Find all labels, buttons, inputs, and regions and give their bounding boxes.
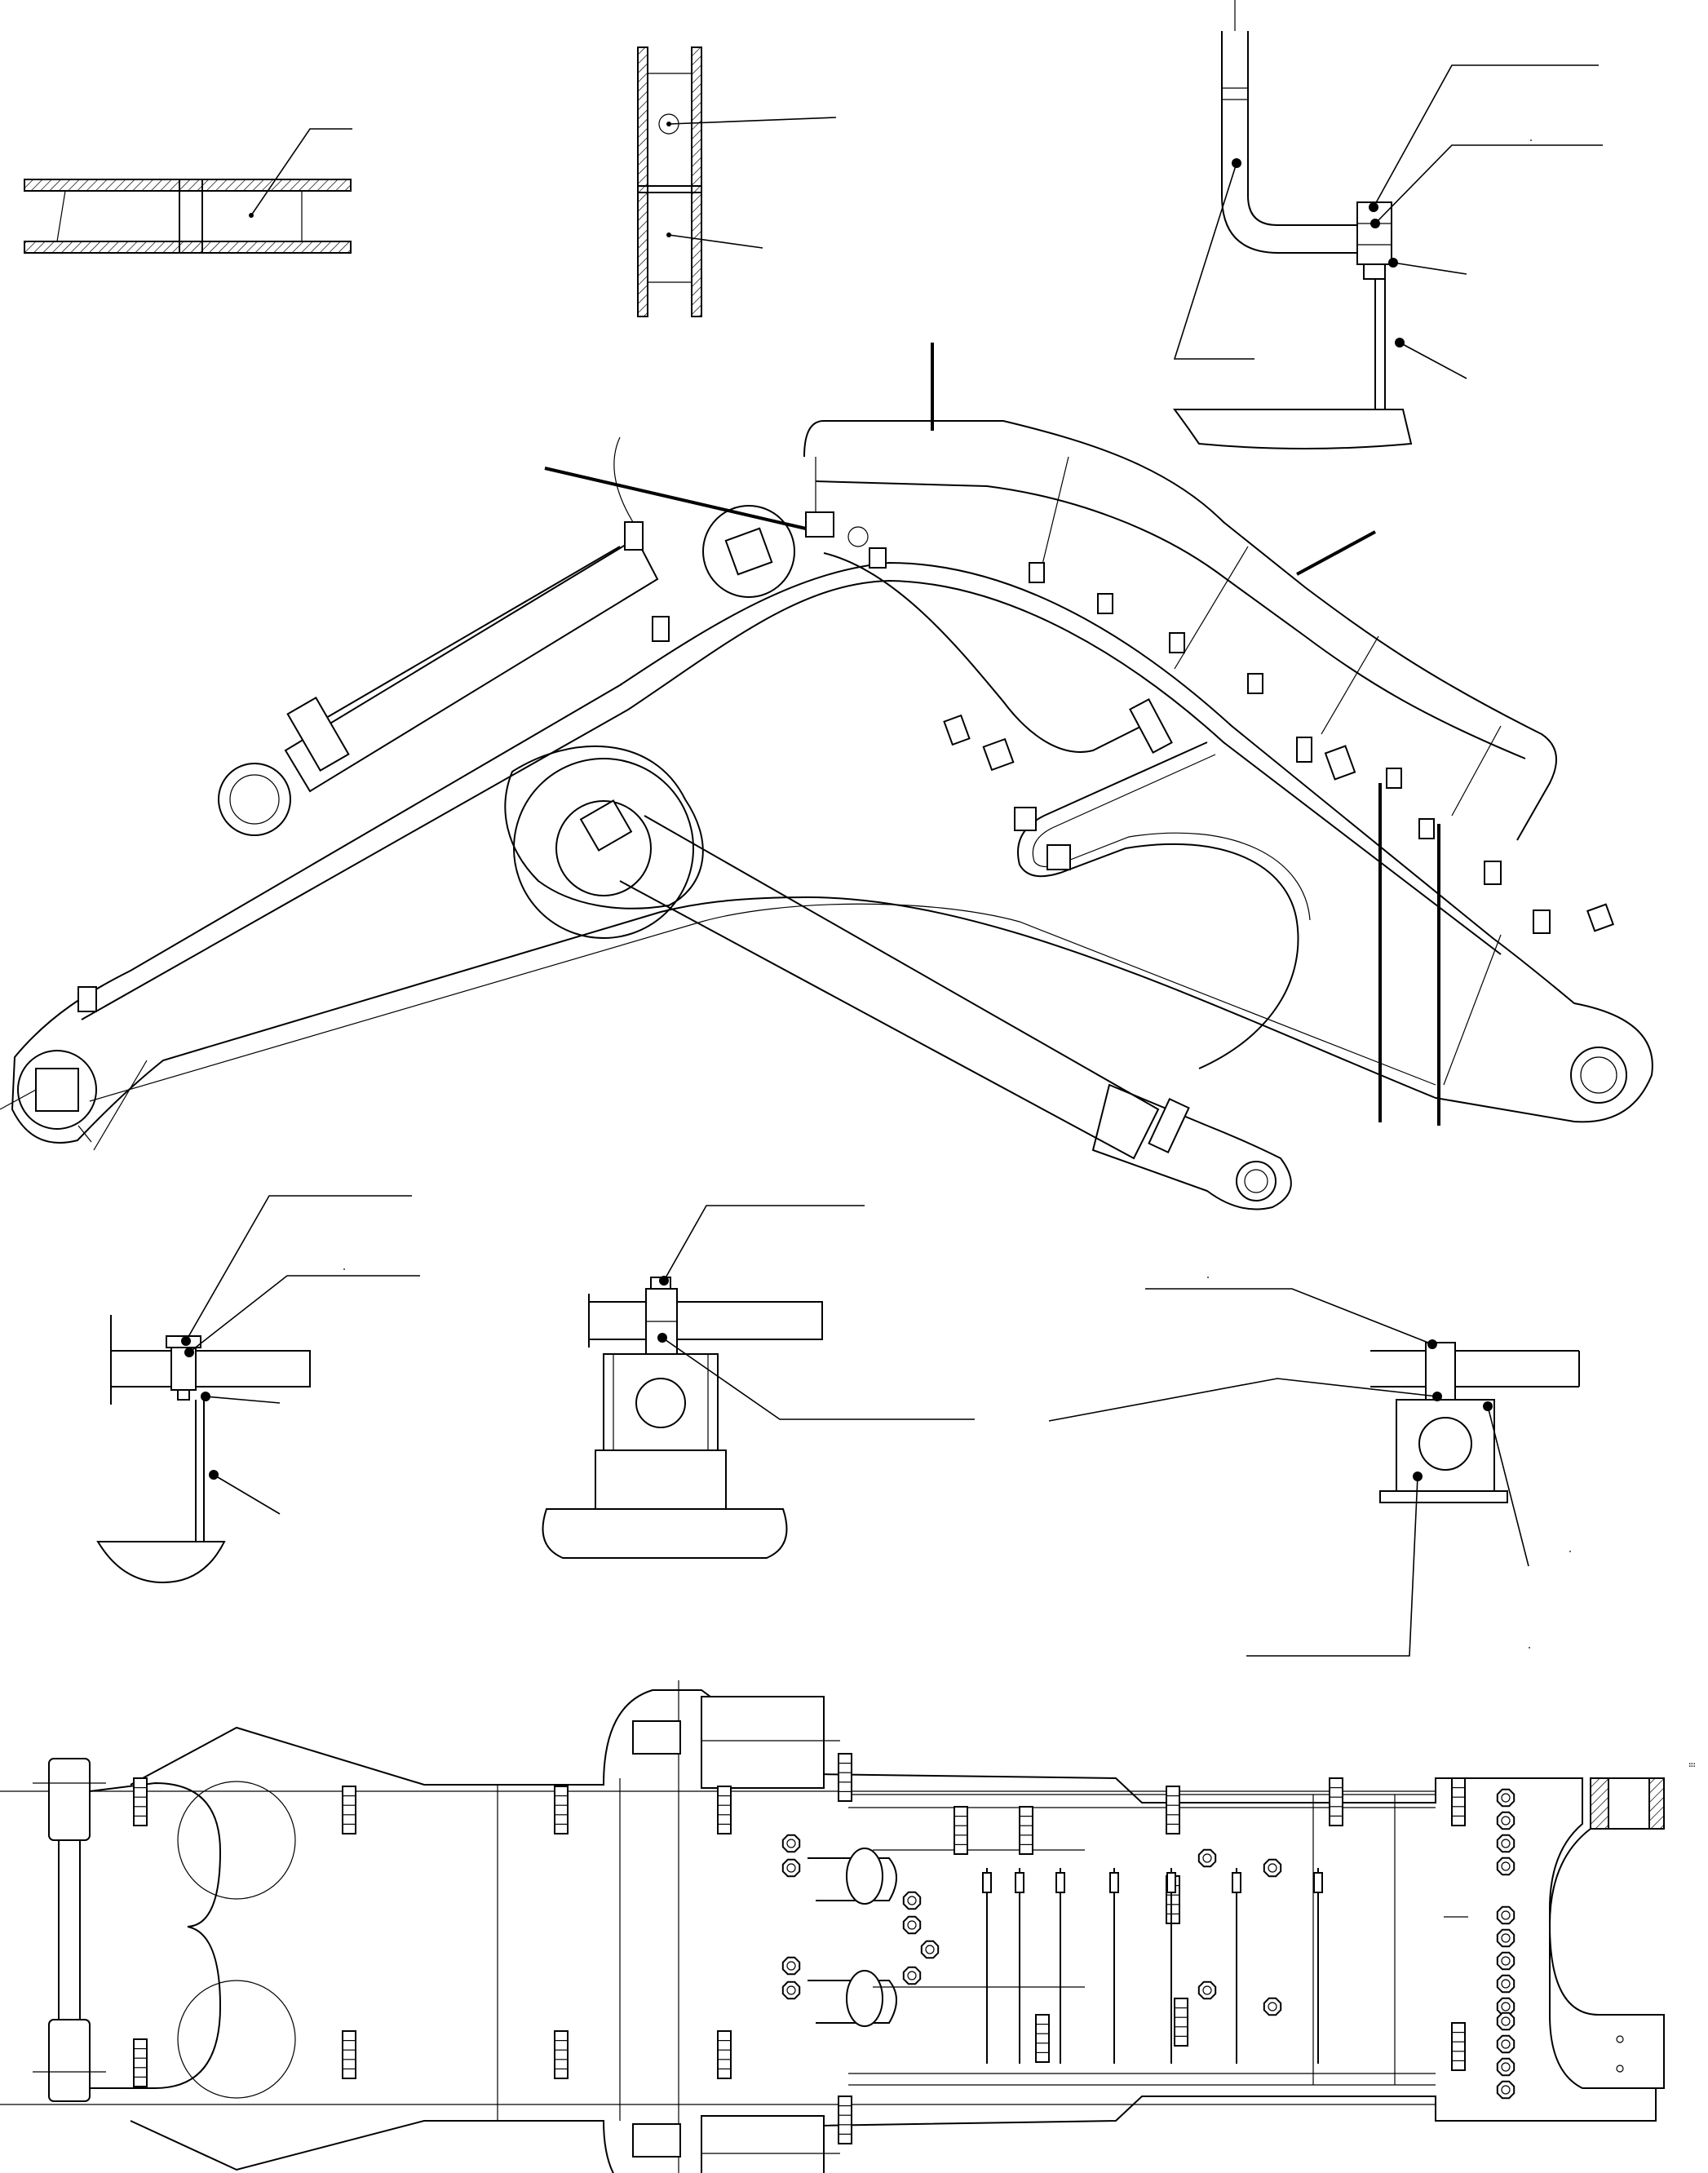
clamp-nut-hole xyxy=(786,1961,796,1971)
clamp-nut xyxy=(1496,1811,1516,1830)
pipe-clamp xyxy=(554,1786,569,1834)
clamp-nut xyxy=(781,1956,801,1976)
bolt-head xyxy=(1055,1872,1065,1893)
clamp-nut xyxy=(1496,1857,1516,1876)
bolt-head xyxy=(1166,1872,1176,1893)
bolt-head xyxy=(1015,1872,1024,1893)
clamp-nut-hole xyxy=(1202,1853,1212,1863)
bolt-head xyxy=(1232,1872,1241,1893)
clamp-nut xyxy=(1496,1905,1516,1925)
clamp-nut xyxy=(1496,1974,1516,1994)
clamp-nut-hole xyxy=(1268,2002,1277,2011)
clamp-nut xyxy=(1263,1858,1282,1878)
clamp-nut xyxy=(1496,2057,1516,2077)
clamp-nut-hole xyxy=(907,1971,917,1980)
clamp-nut-hole xyxy=(1501,1956,1511,1966)
clamp-nut-hole xyxy=(1501,1793,1511,1803)
plan-view-bolt-stacks xyxy=(781,1788,1516,2100)
clamp-nut xyxy=(902,1915,922,1935)
clamp-nut xyxy=(1496,2034,1516,2054)
pipe-clamp xyxy=(717,1786,732,1834)
pipe-clamp xyxy=(1329,1777,1343,1826)
corner-mark: ⠿ xyxy=(1686,1762,1695,1768)
pipe-clamp xyxy=(554,2030,569,2079)
clamp-nut-hole xyxy=(1501,1816,1511,1826)
pipe-clamp xyxy=(1451,2022,1466,2071)
clamp-nut-hole xyxy=(907,1920,917,1930)
pipe-clamp xyxy=(838,1753,852,1802)
pipe-clamp xyxy=(1166,1786,1180,1834)
clamp-nut xyxy=(902,1966,922,1985)
boom-side-view xyxy=(0,343,1653,1210)
pipe-clamp xyxy=(1174,1998,1188,2047)
clamp-nut xyxy=(781,1858,801,1878)
pipe-clamp xyxy=(342,1786,356,1834)
pipe-clamp xyxy=(954,1806,968,1855)
clamp-nut-hole xyxy=(1501,2002,1511,2011)
clamp-nut-hole xyxy=(925,1945,935,1954)
clamp-nut-hole xyxy=(786,1839,796,1848)
clamp-nut-hole xyxy=(786,1985,796,1995)
clamp-nut-hole xyxy=(907,1896,917,1905)
pipe-clamp xyxy=(342,2030,356,2079)
pipe-clamp xyxy=(1451,1777,1466,1826)
pipe-clamp xyxy=(1019,1806,1033,1855)
pipe-clamp xyxy=(133,2038,148,2087)
clamp-nut-hole xyxy=(786,1863,796,1873)
detail-clamp-on-plate xyxy=(96,1195,420,1584)
bolt-head xyxy=(1109,1872,1119,1893)
clamp-nut-hole xyxy=(1501,1839,1511,1848)
clamp-nut xyxy=(920,1940,940,1959)
clamp-nut xyxy=(1496,2011,1516,2031)
pipe-clamp xyxy=(1035,2014,1050,2063)
clamp-nut xyxy=(902,1891,922,1910)
detail-tube-section-horizontal xyxy=(24,128,352,254)
clamp-nut-hole xyxy=(1501,2085,1511,2095)
clamp-nut-hole xyxy=(1501,1861,1511,1871)
detail-clamp-block xyxy=(542,1205,975,1559)
boom-plan-view: ⠿ xyxy=(0,1680,1695,2173)
clamp-nut-hole xyxy=(1501,1933,1511,1943)
clamp-nut xyxy=(1496,1834,1516,1853)
clamp-nut xyxy=(1496,1928,1516,1948)
clamp-nut-hole xyxy=(1501,1910,1511,1920)
detail-pipe-clamp-bent-pipe xyxy=(1173,0,1603,449)
pipe-clamp xyxy=(133,1777,148,1826)
detail-clamp-block-right xyxy=(1048,1277,1580,1657)
clamp-nut xyxy=(1263,1997,1282,2016)
clamp-nut xyxy=(1496,1788,1516,1808)
clamp-nut-hole xyxy=(1202,1985,1212,1995)
clamp-nut-hole xyxy=(1501,1979,1511,1989)
clamp-nut-hole xyxy=(1268,1863,1277,1873)
clamp-nut-hole xyxy=(1501,2016,1511,2026)
clamp-nut xyxy=(1197,1980,1217,2000)
pipe-clamp xyxy=(838,2096,852,2144)
pipe-clamp xyxy=(717,2030,732,2079)
clamp-nut xyxy=(1496,1951,1516,1971)
clamp-nut xyxy=(781,1834,801,1853)
detail-tube-section-vertical xyxy=(637,46,837,317)
clamp-nut xyxy=(1197,1848,1217,1868)
clamp-nut-hole xyxy=(1501,2039,1511,2049)
bolt-head xyxy=(982,1872,992,1893)
bolt-head xyxy=(1313,1872,1323,1893)
clamp-nut xyxy=(781,1980,801,2000)
clamp-nut xyxy=(1496,2080,1516,2100)
clamp-nut-hole xyxy=(1501,2062,1511,2072)
